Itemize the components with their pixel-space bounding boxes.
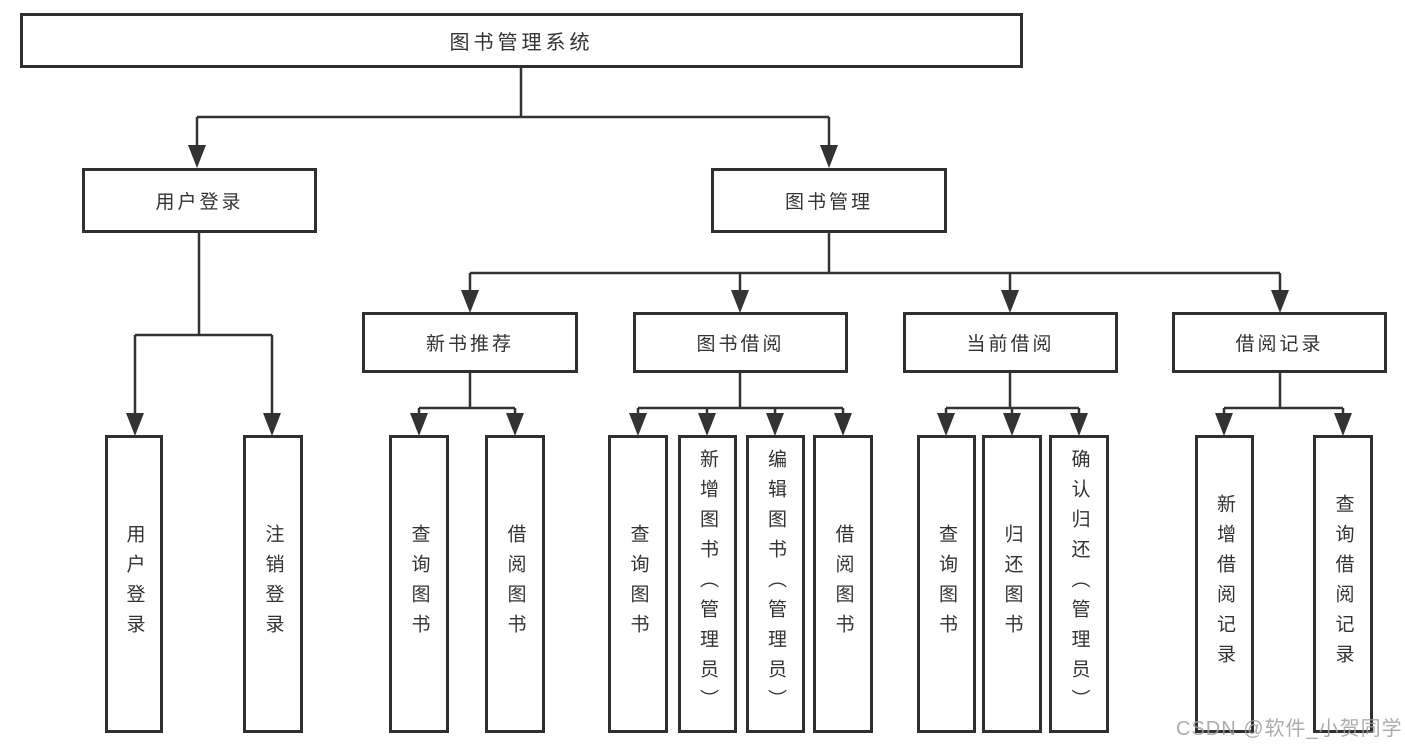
leaf-borrowing-query-books: 查询图书 <box>608 435 668 733</box>
node-user-login: 用户登录 <box>82 168 317 233</box>
leaf-borrowing-borrow-books: 借阅图书 <box>813 435 873 733</box>
node-borrowing-records: 借阅记录 <box>1172 312 1387 373</box>
leaf-current-confirm-return-admin: 确认归还（管理员） <box>1049 435 1109 733</box>
node-book-management: 图书管理 <box>711 168 947 233</box>
connector-root-to-level2 <box>188 68 838 168</box>
leaf-logout: 注销登录 <box>243 435 303 733</box>
leaf-current-return-books: 归还图书 <box>982 435 1042 733</box>
connector-new-book-to-leaves <box>410 373 524 436</box>
connector-current-borrowing-to-leaves <box>937 373 1088 436</box>
connector-borrowing-records-to-leaves <box>1215 373 1352 436</box>
watermark: CSDN @软件_小贺同学 <box>1176 718 1403 740</box>
node-current-borrowing: 当前借阅 <box>903 312 1118 373</box>
leaf-borrowing-add-books-admin: 新增图书（管理员） <box>678 435 737 733</box>
leaf-newbook-query-books: 查询图书 <box>389 435 449 733</box>
leaf-records-add-record: 新增借阅记录 <box>1195 435 1254 733</box>
leaf-current-query-books: 查询图书 <box>917 435 976 733</box>
leaf-records-query-record: 查询借阅记录 <box>1313 435 1373 733</box>
leaf-user-login: 用户登录 <box>105 435 163 733</box>
connector-book-management-to-level3 <box>461 233 1289 313</box>
node-new-book-recommendation: 新书推荐 <box>362 312 578 373</box>
node-book-borrowing: 图书借阅 <box>633 312 848 373</box>
leaf-newbook-borrow-books: 借阅图书 <box>485 435 545 733</box>
connector-book-borrowing-to-leaves <box>629 373 852 436</box>
connector-user-login-to-leaves <box>126 233 281 436</box>
node-library-system: 图书管理系统 <box>20 13 1023 68</box>
leaf-borrowing-edit-books-admin: 编辑图书（管理员） <box>746 435 805 733</box>
